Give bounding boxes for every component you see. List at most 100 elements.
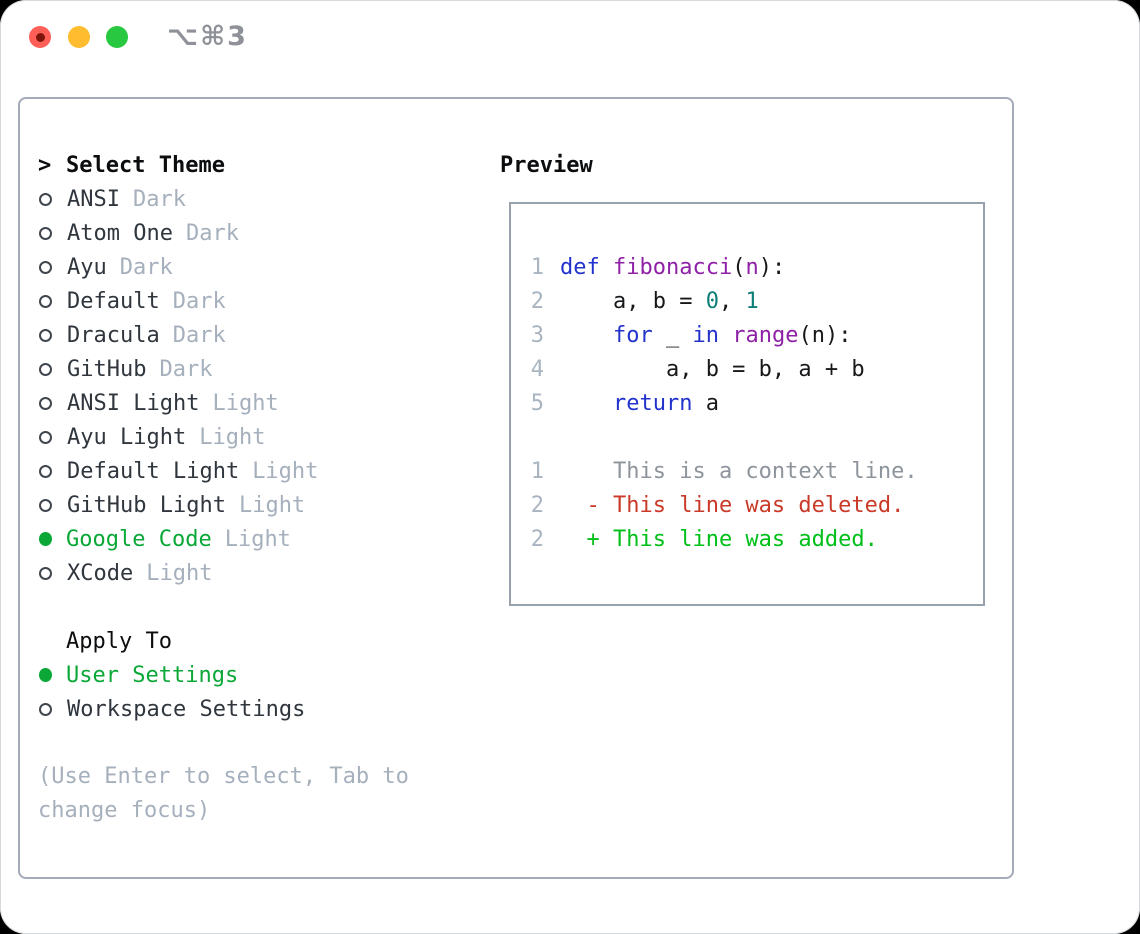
code-line: 2 a, b = 0, 1 [530, 284, 918, 318]
code-token: def [560, 254, 600, 280]
preview-title: Preview [500, 152, 593, 178]
theme-name-label: GitHub Light [67, 492, 226, 518]
theme-option[interactable]: GitHub Light Light [38, 488, 318, 522]
radio-selected-icon [39, 668, 52, 682]
theme-variant-label: Dark [172, 288, 226, 314]
theme-option[interactable]: Default Light Light [38, 454, 318, 488]
radio-unselected-icon [39, 702, 52, 716]
theme-variant-label: Light [252, 458, 319, 484]
theme-name-label: Atom One [67, 220, 173, 246]
code-token: return [612, 390, 693, 416]
code-token: (n): [798, 322, 852, 348]
line-number: 2 [530, 526, 544, 552]
theme-variant-label: Dark [159, 356, 213, 382]
code-line: 3 for _ in range(n): [530, 318, 918, 352]
code-token: _ [652, 322, 693, 348]
zoom-button[interactable] [106, 26, 128, 48]
line-number: 5 [530, 390, 544, 416]
theme-variant-label: Light [224, 526, 291, 552]
theme-name-label: ANSI [67, 186, 120, 212]
code-token: ( [732, 254, 746, 280]
theme-option[interactable]: GitHub Dark [38, 352, 318, 386]
theme-name-label: Dracula [67, 322, 160, 348]
radio-unselected-icon [39, 430, 52, 444]
line-number: 4 [530, 356, 544, 382]
code-token: 1 [745, 288, 759, 314]
code-token: fibonacci [613, 254, 733, 280]
theme-option[interactable]: XCode Light [38, 556, 318, 590]
code-token: , [718, 288, 746, 314]
code-token: in [692, 322, 719, 348]
line-number: 1 [530, 458, 544, 484]
theme-variant-label: Dark [132, 186, 186, 212]
diff-line-deleted: 2 - This line was deleted. [530, 488, 918, 522]
theme-variant-label: Light [238, 492, 306, 518]
radio-unselected-icon [39, 464, 52, 478]
apply-option-label: Workspace Settings [67, 696, 306, 722]
code-token [560, 323, 613, 348]
line-number: 3 [530, 322, 544, 348]
radio-unselected-icon [39, 566, 52, 580]
theme-name-label: XCode [67, 560, 134, 586]
diff-text: This is a context line. [560, 458, 918, 484]
radio-unselected-icon [39, 192, 52, 206]
code-line: 4 a, b = b, a + b [530, 352, 918, 386]
theme-variant-label: Light [212, 390, 279, 416]
theme-name-label: Default Light [67, 458, 240, 484]
code-token [560, 391, 613, 416]
theme-variant-label: Light [146, 560, 213, 586]
diff-line-added: 2 + This line was added. [530, 522, 918, 556]
apply-to-title: Apply To [66, 628, 172, 654]
theme-list-title: Select Theme [66, 152, 225, 178]
close-dot-icon [35, 32, 45, 42]
theme-variant-label: Dark [172, 322, 226, 348]
apply-option-label: User Settings [66, 662, 239, 688]
apply-to-header: Apply To [38, 624, 305, 658]
theme-name-label: Ayu [67, 254, 107, 280]
code-token: n [745, 254, 759, 280]
radio-unselected-icon [39, 498, 52, 512]
code-token: ): [758, 254, 786, 280]
theme-variant-label: Dark [119, 254, 173, 280]
radio-selected-icon [39, 532, 52, 546]
code-token: for [612, 322, 653, 348]
radio-unselected-icon [39, 294, 52, 308]
diff-text: - This line was deleted. [560, 492, 905, 518]
theme-variant-label: Dark [185, 220, 239, 246]
theme-option[interactable]: Ayu Dark [38, 250, 318, 284]
radio-unselected-icon [39, 396, 52, 410]
window-title: ⌥⌘3 [167, 21, 248, 52]
radio-unselected-icon [39, 226, 52, 240]
apply-option[interactable]: Workspace Settings [38, 692, 305, 726]
close-button[interactable] [29, 26, 51, 48]
radio-unselected-icon [39, 260, 52, 274]
apply-option[interactable]: User Settings [38, 658, 305, 692]
theme-name-label: Default [67, 288, 160, 314]
theme-option[interactable]: Dracula Dark [38, 318, 318, 352]
code-token: a, b = b, a + b [560, 356, 865, 382]
theme-name-label: GitHub [67, 356, 147, 382]
code-line: 5 return a [530, 386, 918, 420]
blank-line [530, 420, 918, 454]
preview-header: Preview [500, 148, 593, 182]
cursor-prompt-icon: > [38, 152, 52, 178]
theme-list-header: > Select Theme [38, 148, 318, 182]
theme-option[interactable]: Atom One Dark [38, 216, 318, 250]
diff-text: + This line was added. [560, 526, 878, 552]
theme-option[interactable]: ANSI Dark [38, 182, 318, 216]
minimize-button[interactable] [68, 26, 90, 48]
code-token [719, 323, 732, 348]
theme-option[interactable]: Default Dark [38, 284, 318, 318]
code-token: a, b = [560, 288, 706, 314]
code-token: range [732, 322, 799, 348]
line-number: 2 [530, 492, 544, 518]
